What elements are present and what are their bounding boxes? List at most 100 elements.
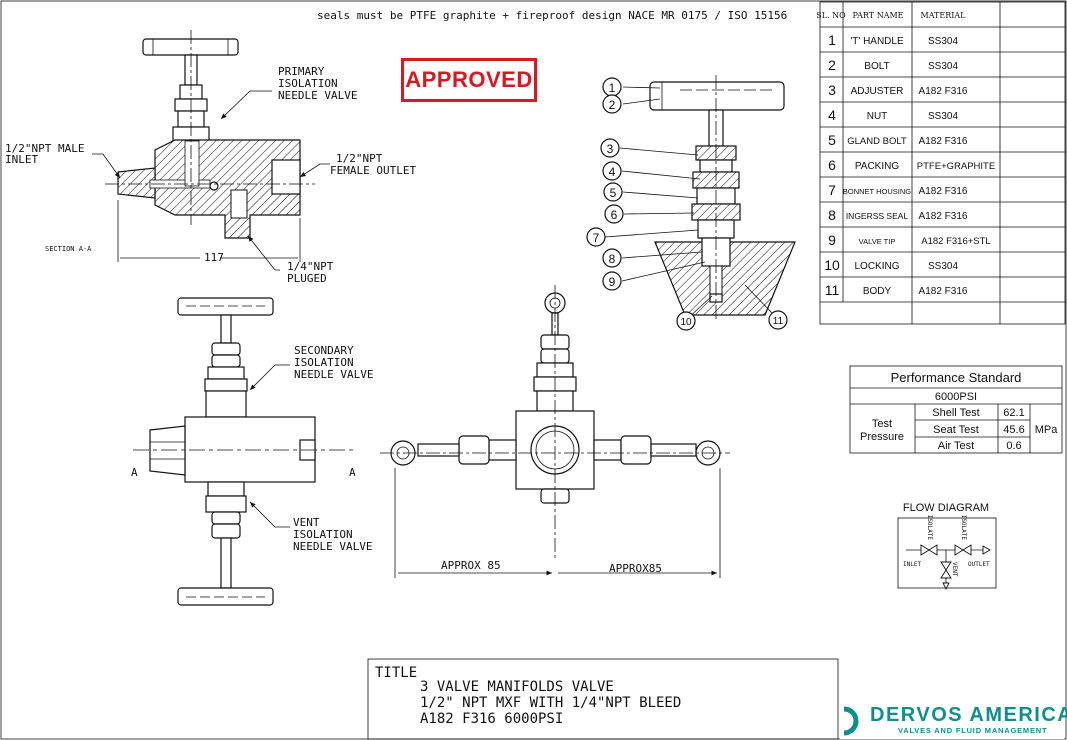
parts-row-material: SS304 <box>928 111 958 122</box>
balloon <box>602 248 622 268</box>
air-test-value: 0.6 <box>1006 440 1021 452</box>
detail-view <box>604 75 796 321</box>
seat-test-label: Seat Test <box>933 424 979 436</box>
secondary-valve-label-2: ISOLATION <box>294 356 354 369</box>
balloon-label: 4 <box>609 165 616 179</box>
plug-label-1: 1/4"NPT <box>287 260 334 273</box>
overall-length-dimension: 117 <box>204 251 224 264</box>
parts-row-part: LOCKING <box>854 261 899 272</box>
vent-valve-label-3: NEEDLE VALVE <box>293 540 372 553</box>
performance-rating: 6000PSI <box>935 391 977 403</box>
secondary-valve-label-3: NEEDLE VALVE <box>294 368 373 381</box>
primary-valve-label-1: PRIMARY <box>278 65 325 78</box>
parts-row-part: PACKING <box>855 161 899 172</box>
balloon-label: 5 <box>610 186 617 200</box>
balloon <box>586 227 606 247</box>
parts-row-no: 1 <box>828 32 836 48</box>
parts-row-material: A182 F316 <box>919 211 968 222</box>
section-a-a-label: SECTION A-A <box>45 245 92 253</box>
balloon <box>602 94 622 114</box>
parts-row-part: ADJUSTER <box>851 86 904 97</box>
section-mark-right: A <box>349 466 356 479</box>
primary-valve-label-3: NEEDLE VALVE <box>278 89 357 102</box>
plug-label-2: PLUGED <box>287 272 327 285</box>
title-label: TITLE <box>375 665 417 681</box>
test-pressure-label-2: Pressure <box>860 431 904 443</box>
balloon <box>603 182 623 202</box>
vent-valve-label-2: ISOLATION <box>293 528 353 541</box>
dimension-left: APPROX 85 <box>441 559 501 572</box>
parts-row-no: 4 <box>828 107 836 123</box>
flow-diagram: FLOW DIAGRAM ISOLATE ISOLATE VENT INLET … <box>897 502 997 591</box>
secondary-valve-label-1: SECONDARY <box>294 344 354 357</box>
vent-valve-label-1: VENT <box>293 516 320 529</box>
inlet-label-1: 1/2"NPT MALE <box>5 142 84 155</box>
parts-row-part: GLAND BOLT <box>847 136 907 147</box>
flow-outlet: OUTLET <box>968 561 990 568</box>
flow-inlet: INLET <box>903 561 921 568</box>
parts-row-part: VALVE TIP <box>859 237 896 246</box>
title-line-2: 1/2" NPT MXF WITH 1/4"NPT BLEED <box>420 695 681 711</box>
logo-brand: DERVOS AMERICA <box>870 704 1067 726</box>
logo-mark-icon <box>843 706 859 736</box>
parts-row-material: SS304 <box>928 261 958 272</box>
shell-test-label: Shell Test <box>932 407 980 419</box>
logo-tagline: VALVES AND FLUID MANAGEMENT <box>898 726 1048 735</box>
parts-row-no: 9 <box>828 232 836 248</box>
balloon-label: 11 <box>773 316 784 327</box>
shell-test-value: 62.1 <box>1003 407 1024 419</box>
balloon-label: 1 <box>609 81 616 95</box>
parts-row-material: A182 F316 <box>919 136 968 147</box>
title-line-1: 3 VALVE MANIFOLDS VALVE <box>420 679 614 695</box>
seat-test-value: 45.6 <box>1003 424 1024 436</box>
balloon <box>604 204 624 224</box>
parts-row-no: 3 <box>828 82 836 98</box>
parts-row-no: 2 <box>828 57 836 73</box>
balloon-label: 7 <box>593 231 600 245</box>
outlet-label-2: FEMALE OUTLET <box>330 164 416 177</box>
parts-row-part: 'T' HANDLE <box>850 36 904 47</box>
balloon <box>600 138 620 158</box>
parts-header-no: SL. NO <box>816 11 846 20</box>
balloon <box>676 311 696 331</box>
balloon-label: 10 <box>680 317 692 328</box>
balloon <box>602 271 622 291</box>
seal-note: seals must be PTFE graphite + fireproof … <box>317 9 787 22</box>
section-view <box>92 30 330 271</box>
flow-vent: VENT <box>951 562 958 577</box>
parts-header-material: MATERIAL <box>921 11 967 20</box>
performance-title: Performance Standard <box>891 370 1022 385</box>
primary-valve-label-2: ISOLATION <box>278 77 338 90</box>
title-line-3: A182 F316 6000PSI <box>420 711 563 727</box>
air-test-label: Air Test <box>938 440 974 452</box>
parts-row-part: BOLT <box>864 61 889 72</box>
top-view <box>380 285 730 578</box>
balloon <box>602 161 622 181</box>
inlet-label-2: INLET <box>5 153 38 166</box>
balloon <box>768 310 788 330</box>
parts-row-part: INGERSS SEAL <box>846 211 909 221</box>
dimension-right: APPROX85 <box>609 562 662 575</box>
pressure-unit: MPa <box>1035 424 1059 436</box>
balloon-label: 8 <box>609 252 616 266</box>
section-mark-left: A <box>131 466 138 479</box>
parts-row-material: PTFE+GRAPHITE <box>917 161 995 172</box>
parts-row-material: SS304 <box>928 61 958 72</box>
outlet-label-1: 1/2"NPT <box>336 152 383 165</box>
balloons: 1 2 3 4 5 6 7 8 9 10 11 <box>586 77 788 331</box>
flow-isolate-2: ISOLATE <box>960 515 967 541</box>
approved-stamp: APPROVED <box>401 58 537 102</box>
parts-row-no: 8 <box>828 207 836 223</box>
parts-row-part: NUT <box>867 111 888 122</box>
parts-row-part: BODY <box>863 286 892 297</box>
parts-table: SL. NO PART NAME MATERIAL 1 'T' HANDLE S… <box>816 1 1066 325</box>
parts-row-no: 7 <box>828 182 836 198</box>
flow-diagram-title: FLOW DIAGRAM <box>903 502 989 514</box>
balloon-label: 2 <box>609 98 616 112</box>
parts-header-part: PART NAME <box>853 11 904 20</box>
balloon-label: 3 <box>607 142 614 156</box>
parts-row-no: 6 <box>828 157 836 173</box>
parts-row-material: SS304 <box>928 36 958 47</box>
parts-row-no: 5 <box>828 132 836 148</box>
